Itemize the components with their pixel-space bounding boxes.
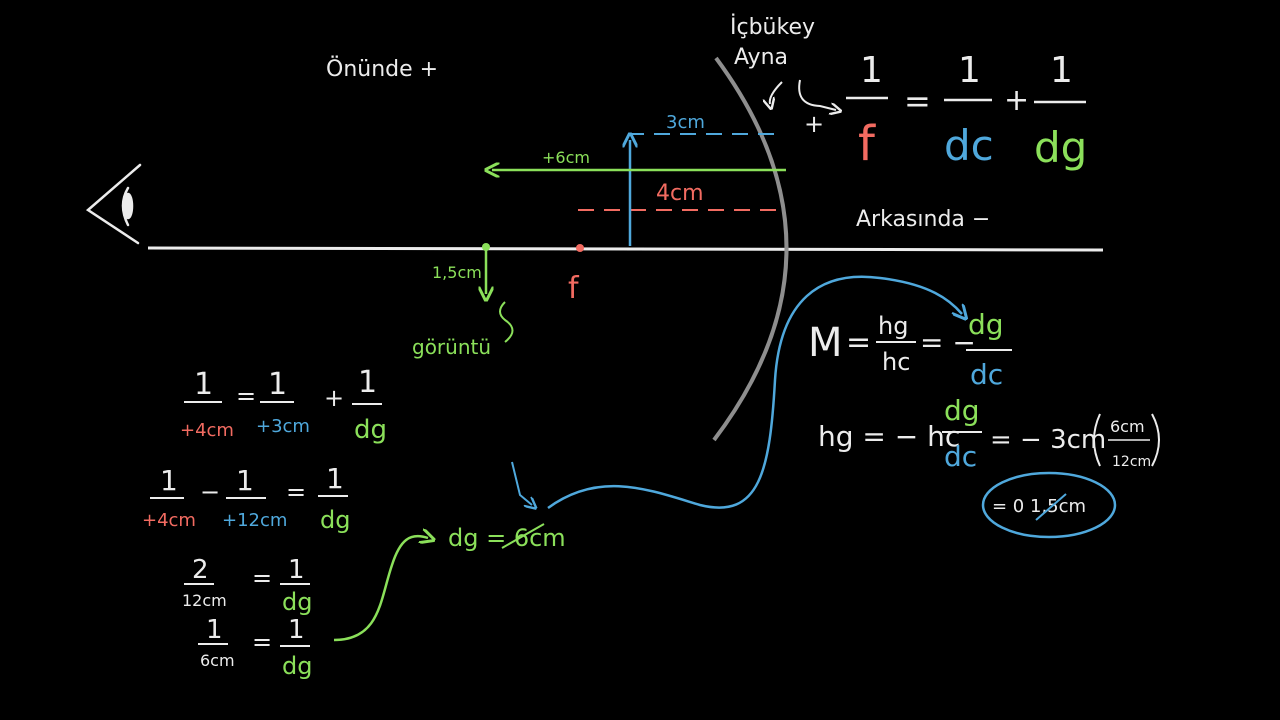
image-point bbox=[482, 243, 490, 251]
svg-text:1: 1 bbox=[268, 367, 287, 402]
svg-text:= − 3cm: = − 3cm bbox=[990, 425, 1106, 455]
svg-text:=: = bbox=[846, 325, 871, 360]
svg-text:6cm: 6cm bbox=[200, 651, 235, 670]
object-height-label: 3cm bbox=[666, 112, 705, 133]
svg-text:+: + bbox=[324, 384, 344, 412]
mirror-name-line1: İçbükey bbox=[730, 14, 815, 40]
svg-text:dg: dg bbox=[968, 308, 1004, 341]
svg-text:dc: dc bbox=[944, 121, 994, 170]
plus-sign: + bbox=[804, 110, 824, 138]
svg-text:dg: dg bbox=[282, 588, 312, 616]
svg-text:hc: hc bbox=[882, 348, 910, 376]
dg-result-pointer bbox=[511, 461, 532, 505]
svg-text:1: 1 bbox=[288, 615, 305, 645]
svg-text:1: 1 bbox=[194, 367, 213, 402]
image-height-label: 1,5cm bbox=[432, 263, 482, 282]
svg-text:1: 1 bbox=[288, 555, 305, 585]
svg-text:dg: dg bbox=[944, 394, 980, 427]
svg-text:f: f bbox=[858, 116, 876, 172]
svg-text:=: = bbox=[904, 82, 931, 120]
object-distance-label: 4cm bbox=[656, 181, 704, 206]
svg-text:+4cm: +4cm bbox=[142, 510, 196, 531]
focal-point-dot bbox=[576, 244, 584, 252]
magnification-equation: M = hg hc = − dg dc bbox=[808, 308, 1012, 391]
svg-text:12cm: 12cm bbox=[182, 591, 227, 610]
svg-text:dg: dg bbox=[1034, 123, 1087, 172]
solution-step-4: 1 6cm = 1 dg bbox=[198, 615, 312, 680]
svg-text:1: 1 bbox=[958, 50, 981, 91]
svg-text:1: 1 bbox=[358, 365, 377, 400]
svg-text:−: − bbox=[200, 478, 220, 506]
concave-mirror bbox=[712, 56, 789, 442]
result-cross-out bbox=[1035, 493, 1067, 521]
mirror-label-pointer bbox=[770, 81, 783, 104]
dg-result-cross-out bbox=[501, 523, 545, 549]
svg-text:+: + bbox=[1004, 83, 1029, 118]
svg-text:=: = bbox=[286, 478, 306, 506]
mirror-name-line2: Ayna bbox=[734, 45, 788, 70]
result-circle bbox=[981, 471, 1117, 539]
blue-connector-curve bbox=[547, 275, 962, 510]
image-label-pointer bbox=[499, 301, 514, 343]
green-connector-curve bbox=[333, 536, 428, 642]
solution-step-3: 2 12cm = 1 dg bbox=[182, 555, 312, 616]
svg-text:hg: hg bbox=[878, 312, 908, 340]
svg-text:hg = − hc: hg = − hc bbox=[818, 420, 960, 453]
svg-text:+4cm: +4cm bbox=[180, 420, 234, 441]
focal-point-label: f bbox=[568, 271, 580, 306]
svg-text:dc: dc bbox=[944, 440, 977, 473]
image-label: görüntü bbox=[412, 335, 491, 359]
svg-text:dg: dg bbox=[282, 652, 312, 680]
svg-text:= −: = − bbox=[920, 326, 976, 359]
mirror-equation: 1 f = 1 dc + 1 dg bbox=[846, 50, 1087, 172]
eye-icon bbox=[85, 163, 142, 245]
svg-text:+3cm: +3cm bbox=[256, 416, 310, 437]
svg-text:6cm: 6cm bbox=[1110, 417, 1145, 436]
svg-text:+12cm: +12cm bbox=[222, 510, 287, 531]
solution-step-2: 1 +4cm − 1 +12cm = 1 dg bbox=[142, 462, 350, 534]
svg-text:dg: dg bbox=[320, 506, 350, 534]
svg-text:=: = bbox=[236, 382, 256, 410]
dg-result: dg = 6cm bbox=[448, 524, 566, 552]
svg-text:=: = bbox=[252, 628, 272, 656]
principal-axis bbox=[147, 246, 1104, 252]
svg-text:dg: dg bbox=[354, 415, 387, 445]
svg-text:1: 1 bbox=[236, 464, 254, 497]
image-height-result: = 0 1,5cm bbox=[992, 496, 1086, 517]
svg-text:1: 1 bbox=[160, 464, 178, 497]
svg-text:12cm: 12cm bbox=[1112, 454, 1151, 470]
svg-text:1: 1 bbox=[326, 462, 344, 495]
svg-text:1: 1 bbox=[206, 615, 223, 645]
image-distance-label: +6cm bbox=[542, 148, 590, 167]
svg-text:dc: dc bbox=[970, 358, 1003, 391]
svg-text:2: 2 bbox=[192, 555, 209, 585]
front-label: Önünde + bbox=[326, 56, 438, 82]
svg-text:=: = bbox=[252, 564, 272, 592]
solution-step-1: 1 +4cm = 1 +3cm + 1 dg bbox=[180, 365, 387, 445]
svg-text:M: M bbox=[808, 320, 843, 366]
image-height-equation: hg = − hc dg dc = − 3cm 6cm 12cm bbox=[818, 394, 1160, 473]
svg-text:1: 1 bbox=[860, 50, 883, 91]
back-label: Arkasında − bbox=[856, 207, 990, 232]
mirror-equation-pointer bbox=[798, 79, 836, 110]
svg-text:1: 1 bbox=[1050, 50, 1073, 91]
